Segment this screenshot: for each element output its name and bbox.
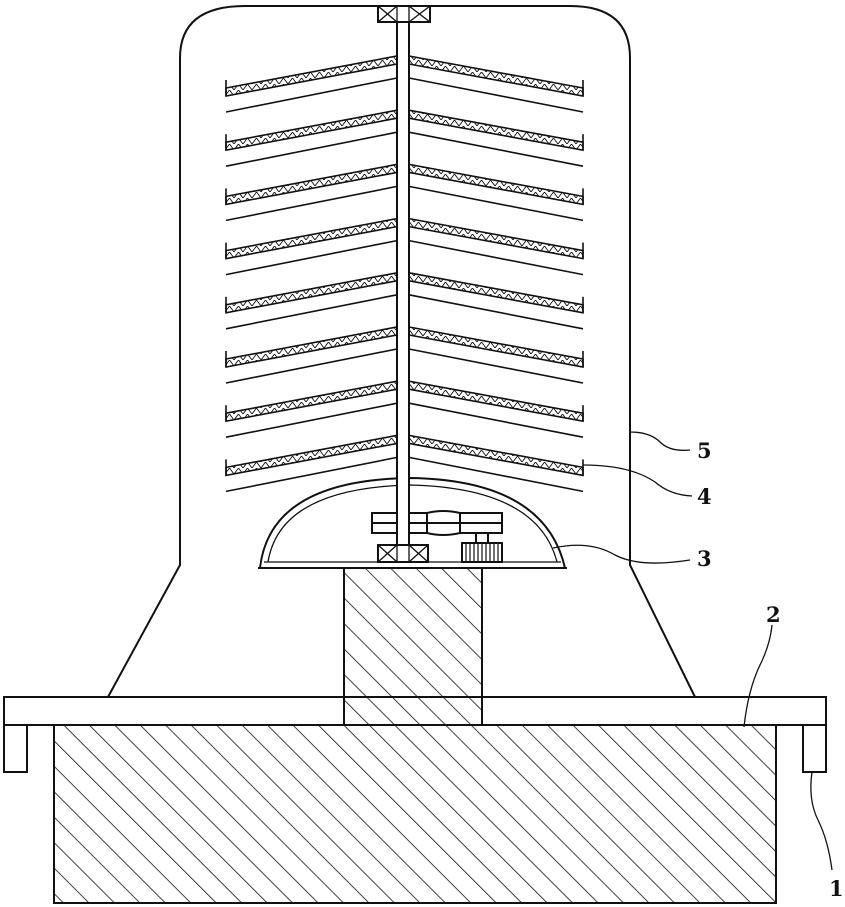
tray-mesh-right [409, 56, 583, 96]
dome-cover [258, 478, 567, 568]
top-bearing [378, 6, 430, 22]
tray-mesh-left [226, 435, 397, 475]
central-shaft [397, 22, 409, 545]
label-dome-cover: 3 [697, 546, 712, 571]
tray-mesh-right [409, 219, 583, 259]
label-housing: 5 [697, 438, 712, 463]
tray-mesh-left [226, 164, 397, 204]
tray-mesh-right [409, 110, 583, 150]
leader-2 [744, 625, 772, 727]
tray-mesh-right [409, 381, 583, 421]
leader-4 [583, 465, 692, 496]
tray-mesh-right [409, 273, 583, 313]
support-block [54, 568, 776, 903]
tray-mesh-right [409, 327, 583, 367]
leader-1 [811, 772, 832, 870]
lower-bearing [378, 545, 428, 562]
tray-mesh-left [226, 327, 397, 367]
leader-5 [630, 432, 690, 450]
leader-3 [553, 545, 690, 563]
tray-mesh-right [409, 164, 583, 204]
tray-mesh-left [226, 381, 397, 421]
tray-mesh-left [226, 110, 397, 150]
tray-mesh-left [226, 219, 397, 259]
tray-mesh-left [226, 273, 397, 313]
label-tray: 4 [697, 484, 712, 509]
tray-mesh-left [226, 56, 397, 96]
label-support: 2 [766, 602, 781, 627]
label-base: 1 [829, 876, 844, 901]
tray-mesh-right [409, 435, 583, 475]
